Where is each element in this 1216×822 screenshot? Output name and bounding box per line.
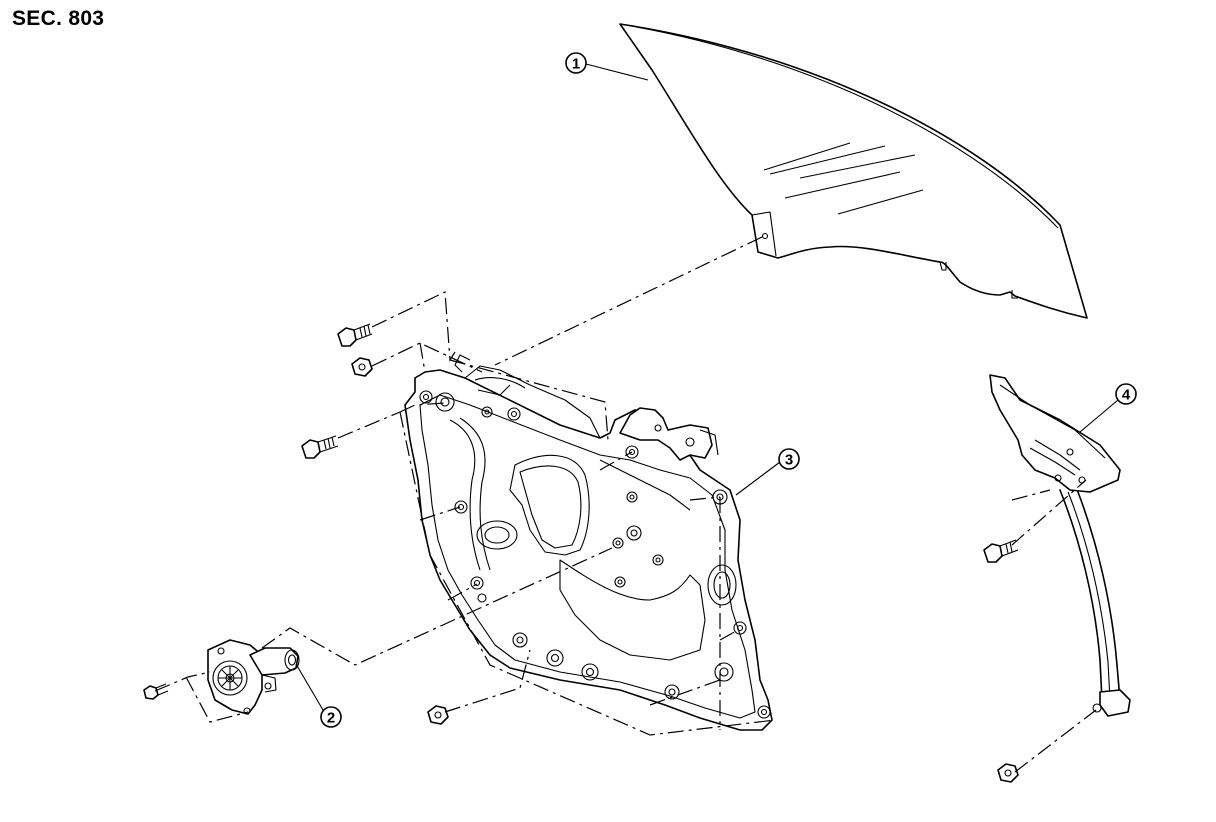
bolt-motor xyxy=(143,683,169,700)
bolt-rail xyxy=(983,539,1019,563)
nut-upper xyxy=(351,357,373,377)
callout-label-2: 2 xyxy=(327,710,335,727)
window-regulator-panel xyxy=(404,354,773,731)
callout-label-3: 3 xyxy=(785,452,793,469)
section-label: SEC. 803 xyxy=(12,7,105,30)
glass-guide-rail xyxy=(989,374,1131,717)
callout-1: 1 xyxy=(565,52,649,81)
callout-label-4: 4 xyxy=(1122,387,1131,404)
callout-2: 2 xyxy=(295,663,342,728)
callout-label-1: 1 xyxy=(572,56,580,73)
callout-4: 4 xyxy=(1079,383,1137,433)
bolt-upper xyxy=(337,323,373,347)
assembly-lines xyxy=(154,236,1097,773)
nut-rail xyxy=(997,763,1019,783)
nut-lower xyxy=(427,705,449,725)
bolt-middle xyxy=(301,435,339,459)
regulator-motor xyxy=(207,639,300,715)
callout-3: 3 xyxy=(735,448,800,496)
door-glass xyxy=(619,23,1088,319)
